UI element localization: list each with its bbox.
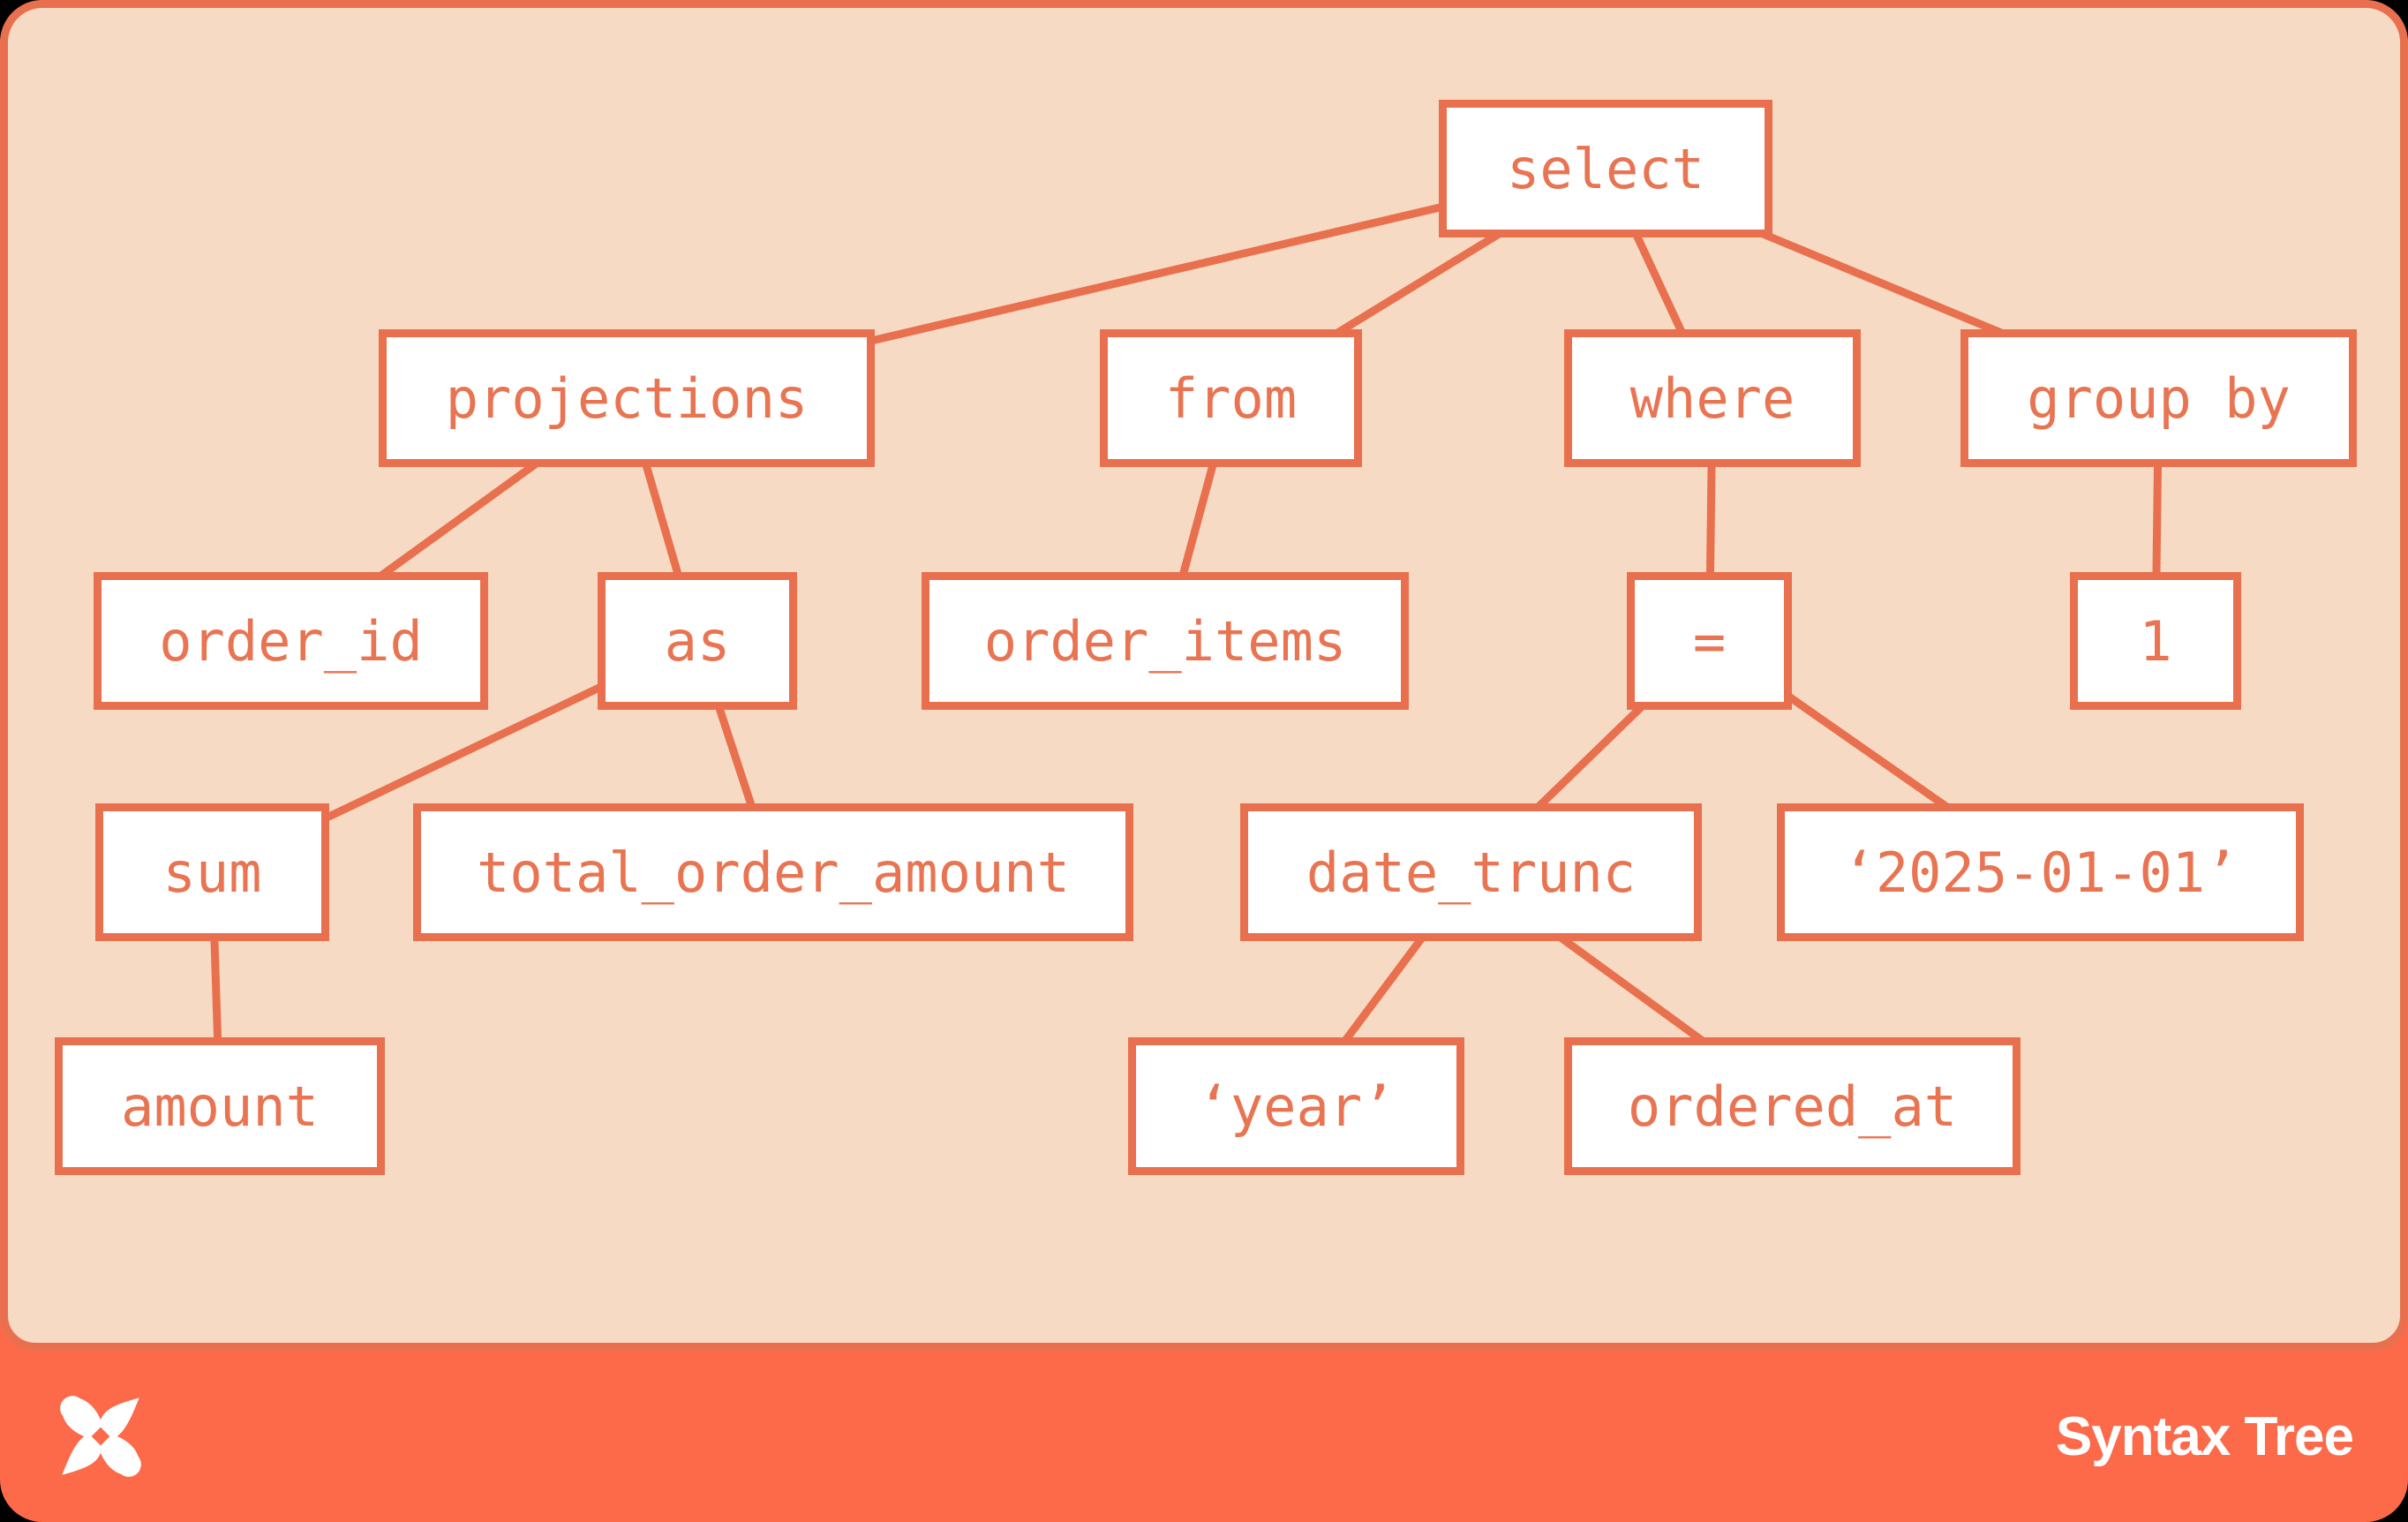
footer-title: Syntax Tree bbox=[2055, 1405, 2354, 1467]
tree-edge-date_trunc-lit_year bbox=[1292, 870, 1475, 1109]
footer-bar: Syntax Tree bbox=[0, 1351, 2408, 1522]
tree-edge-where-eq bbox=[1705, 397, 1717, 642]
tree-edge-select-group_by bbox=[1604, 164, 2161, 403]
tree-edge-sum-amount bbox=[208, 871, 224, 1107]
tree-edge-eq-lit_2025 bbox=[1706, 637, 2043, 876]
tree-edge-as-total_order_amount bbox=[693, 639, 778, 874]
dbt-logo-icon bbox=[60, 1396, 141, 1477]
tree-edge-projections-order_id bbox=[288, 395, 629, 644]
tree-edge-as-sum bbox=[210, 637, 699, 877]
tree-edge-select-from bbox=[1229, 165, 1608, 402]
tree-edge-select-projections bbox=[625, 164, 1607, 403]
tree-edge-eq-date_trunc bbox=[1468, 637, 1712, 876]
tree-edge-projections-as bbox=[622, 396, 702, 643]
tree-edge-date_trunc-ordered_at bbox=[1468, 869, 1795, 1110]
tree-edge-group_by-one bbox=[2151, 397, 2163, 642]
tree-edge-from-order_items bbox=[1161, 396, 1235, 643]
